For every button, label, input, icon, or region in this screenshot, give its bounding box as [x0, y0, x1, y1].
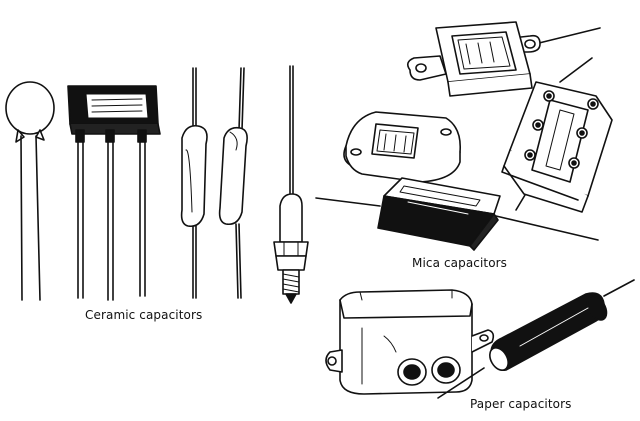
- paper-capacitor-tubular: [437, 279, 635, 399]
- ceramic-block-capacitor: [67, 85, 161, 301]
- mica-capacitors-label: Mica capacitors: [412, 256, 508, 270]
- axial-ceramic-capacitor-2: [218, 67, 248, 299]
- paper-capacitors-label: Paper capacitors: [470, 397, 572, 411]
- ceramic-disc-capacitor: [5, 81, 55, 301]
- mica-capacitor-small: [343, 111, 462, 183]
- paper-capacitor-can: [325, 289, 495, 395]
- axial-ceramic-capacitor-1: [180, 67, 208, 299]
- mica-capacitor-terminal-block: [501, 57, 613, 213]
- mica-capacitor-molded: [315, 177, 599, 251]
- ceramic-capacitors-label: Ceramic capacitors: [85, 308, 203, 322]
- feedthrough-capacitor: [273, 65, 309, 304]
- mica-capacitor-flanged: [406, 21, 601, 97]
